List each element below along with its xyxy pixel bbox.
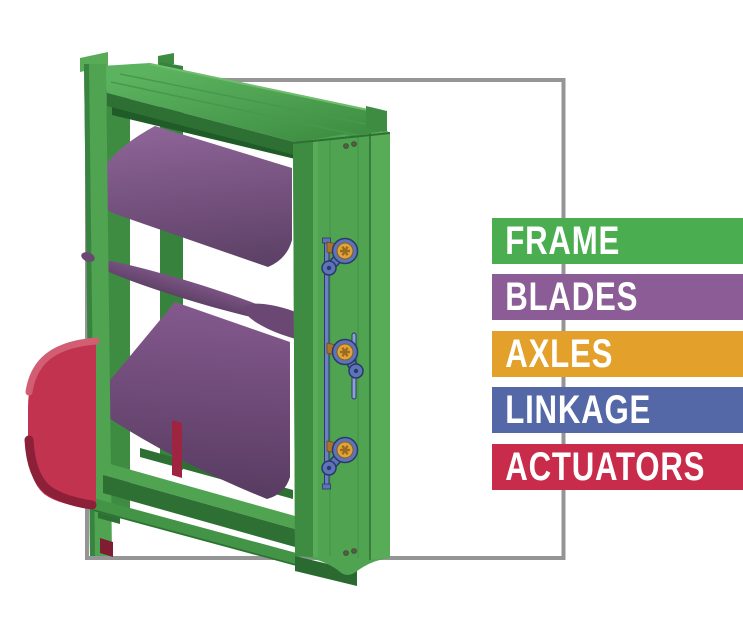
- legend-label-linkage: LINKAGE: [505, 388, 652, 432]
- linkage-group: [321, 237, 364, 490]
- legend-bar-blades: BLADES: [492, 274, 743, 320]
- legend-label-blades: BLADES: [505, 275, 639, 319]
- legend-bar-actuators: ACTUATORS: [492, 444, 743, 490]
- frame-sill: [92, 462, 357, 586]
- legend-bar-axles: AXLES: [492, 331, 743, 377]
- legend: FRAME BLADES AXLES LINKAGE ACTUATORS: [492, 0, 743, 643]
- legend-label-actuators: ACTUATORS: [505, 445, 706, 489]
- legend-label-axles: AXLES: [505, 332, 614, 376]
- crank-middle: [326, 338, 364, 379]
- blades-group: [88, 126, 332, 499]
- frame-screws: [343, 141, 357, 556]
- legend-bar-frame: FRAME: [492, 218, 743, 264]
- blade-top: [94, 126, 292, 267]
- crank-top: [321, 237, 359, 276]
- actuator-arm-sliver: [172, 420, 182, 478]
- frame-head: [101, 63, 388, 170]
- actuator-body: [28, 338, 96, 508]
- blade-bottom: [95, 302, 290, 499]
- legend-bar-linkage: LINKAGE: [492, 387, 743, 433]
- crank-bottom: [321, 436, 359, 476]
- actuator-group: [24, 337, 113, 557]
- blade-middle-tip: [81, 252, 95, 262]
- legend-label-frame: FRAME: [505, 219, 621, 263]
